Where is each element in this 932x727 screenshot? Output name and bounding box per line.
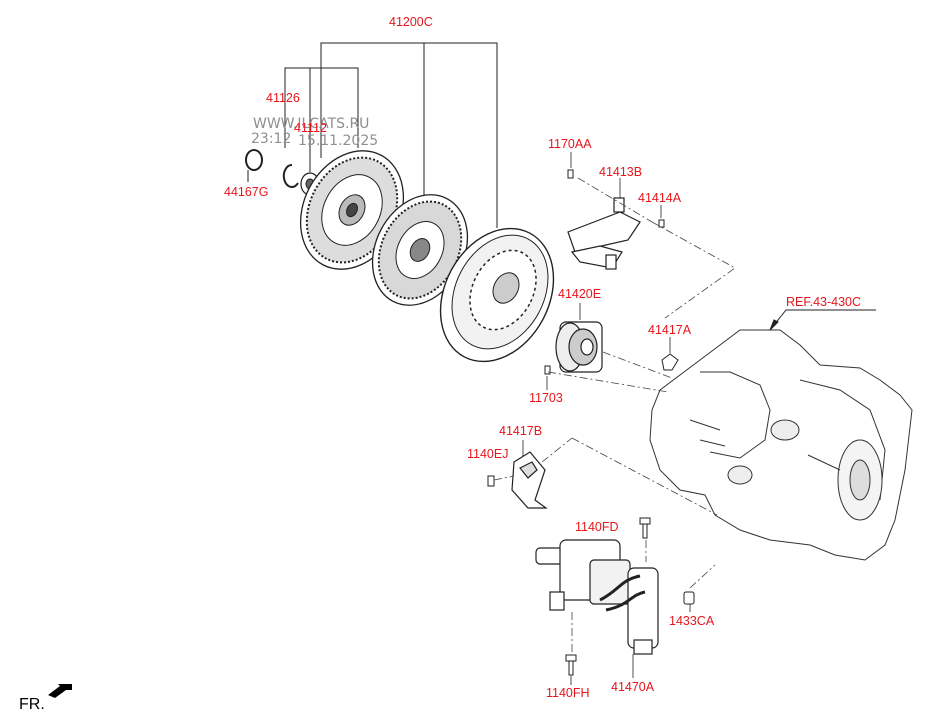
boot-41417a [661, 353, 679, 371]
ref-leader [769, 309, 876, 331]
pressure-plate [439, 227, 555, 363]
release-fork [567, 197, 641, 270]
label-41126[interactable]: 41126 [266, 91, 300, 105]
snap-ring-part [245, 149, 263, 171]
watermark-site: WWW.ILCATS.RU [253, 116, 370, 132]
plug-1433ca [683, 591, 695, 605]
ref-label[interactable]: REF.43-430C [786, 295, 862, 309]
clutch-actuator [535, 539, 659, 655]
transmission-case [649, 329, 913, 561]
watermark-date: 15.11.2025 [298, 133, 379, 149]
clutch-disc-2 [371, 194, 469, 306]
label-leaders [522, 152, 691, 685]
label-1140ej[interactable]: 1140EJ [467, 447, 509, 461]
label-41414a[interactable]: 41414A [638, 191, 682, 205]
label-1433ca[interactable]: 1433CA [669, 614, 715, 628]
leader-41200c [284, 42, 498, 228]
pin-41414a [658, 219, 665, 228]
direction-label: FR. [19, 696, 45, 713]
assembly-lines [493, 177, 736, 652]
label-1140fh[interactable]: 1140FH [546, 686, 590, 700]
label-41413b[interactable]: 41413B [599, 165, 643, 179]
label-44167g[interactable]: 44167G [224, 185, 269, 199]
watermark-time: 23:12 [251, 131, 292, 147]
label-11703[interactable]: 11703 [529, 391, 563, 405]
label-1140fd[interactable]: 1140FD [575, 520, 619, 534]
bolt-11703 [544, 365, 551, 375]
label-41112[interactable]: 41112 [294, 121, 327, 135]
label-41470a[interactable]: 41470A [611, 680, 655, 694]
bolt-1170aa [567, 169, 574, 179]
bolt-1140fh [565, 654, 577, 676]
label-1170aa[interactable]: 1170AA [548, 137, 592, 151]
label-41420e[interactable]: 41420E [558, 287, 602, 301]
label-41200c[interactable]: 41200C [389, 15, 433, 29]
fr-arrow-icon [48, 684, 72, 698]
circlip-part [282, 163, 299, 188]
bolt-1140ej [487, 475, 495, 487]
heat-shield [511, 451, 548, 509]
bolt-1140fd [639, 517, 651, 539]
label-41417b[interactable]: 41417B [499, 424, 543, 438]
label-41417a[interactable]: 41417A [648, 323, 692, 337]
release-bearing [555, 321, 603, 373]
